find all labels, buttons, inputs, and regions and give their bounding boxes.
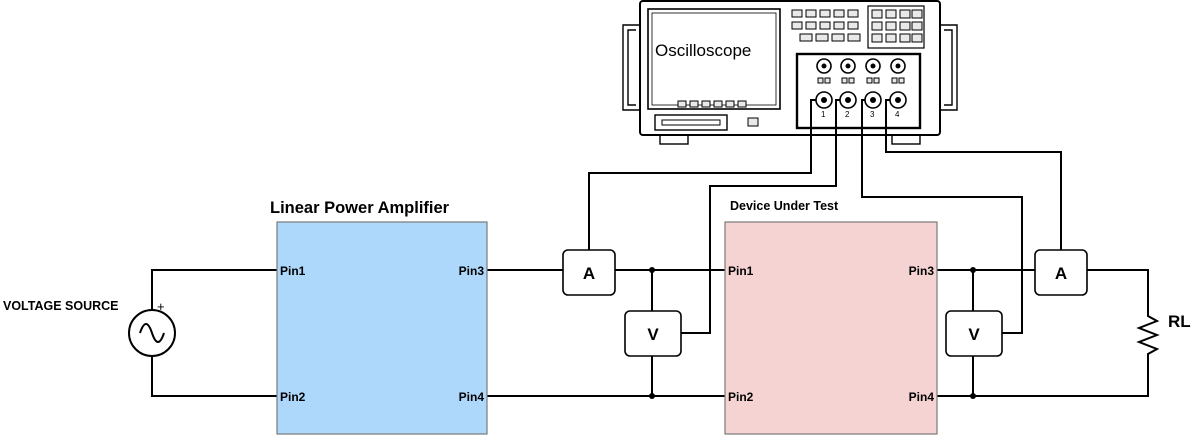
amplifier-title: Linear Power Amplifier [270,199,450,217]
probe-wire-ch3 [861,99,1023,334]
linear-power-amplifier: Linear Power Amplifier Pin1 Pin2 Pin3 Pi… [270,199,488,435]
probe-wire-ch2 [681,99,840,334]
dut-pin2: Pin2 [728,390,754,404]
amplifier-pin2: Pin2 [280,390,306,404]
source-polarity-plus: + [157,299,165,314]
control-buttons [791,9,861,42]
load-resistor: RL [1136,312,1191,360]
dut-pin1: Pin1 [728,264,754,278]
amplifier-pin4: Pin4 [459,390,485,404]
dut-pin4: Pin4 [909,390,935,404]
resistor-symbol [1136,312,1160,360]
probe-wire-ch1 [588,99,816,250]
channel-3-label: 3 [870,110,875,119]
channel-2-label: 2 [845,110,850,119]
amplifier-pin1: Pin1 [280,264,306,278]
voltmeter-input: V [624,310,682,357]
ammeter-output-label: A [1055,264,1067,283]
junction-dots [649,267,976,399]
keypad [867,5,925,49]
voltmeter-input-label: V [647,325,659,344]
ammeter-input-label: A [583,264,595,283]
channel-4-label: 4 [895,110,900,119]
dut-pin3: Pin3 [909,264,935,278]
ammeter-output: A [1034,249,1088,296]
channel-1-label: 1 [821,110,826,119]
bnc-connectors [815,91,907,109]
ammeter-input: A [562,249,616,296]
dut-box [724,221,938,435]
probe-wire-ch4 [885,99,1062,250]
load-label: RL [1168,312,1191,331]
dut-title: Device Under Test [730,199,839,213]
amplifier-pin3: Pin3 [459,264,485,278]
oscilloscope-label: Oscilloscope [655,41,751,60]
voltage-source-label: VOLTAGE SOURCE [3,299,119,313]
softkey-row [677,100,747,108]
voltmeter-output-label: V [968,325,980,344]
amplifier-box [276,221,488,435]
channel-labels: 1 2 3 4 [821,110,900,119]
voltage-source: + VOLTAGE SOURCE [3,299,176,357]
oscilloscope: Oscilloscope [622,0,958,145]
voltmeter-output: V [945,310,1003,357]
probe-wires [588,99,1062,334]
channel-knobs [816,58,906,84]
power-wires [151,269,1149,397]
device-under-test: Device Under Test Pin1 Pin2 Pin3 Pin4 [724,199,938,435]
